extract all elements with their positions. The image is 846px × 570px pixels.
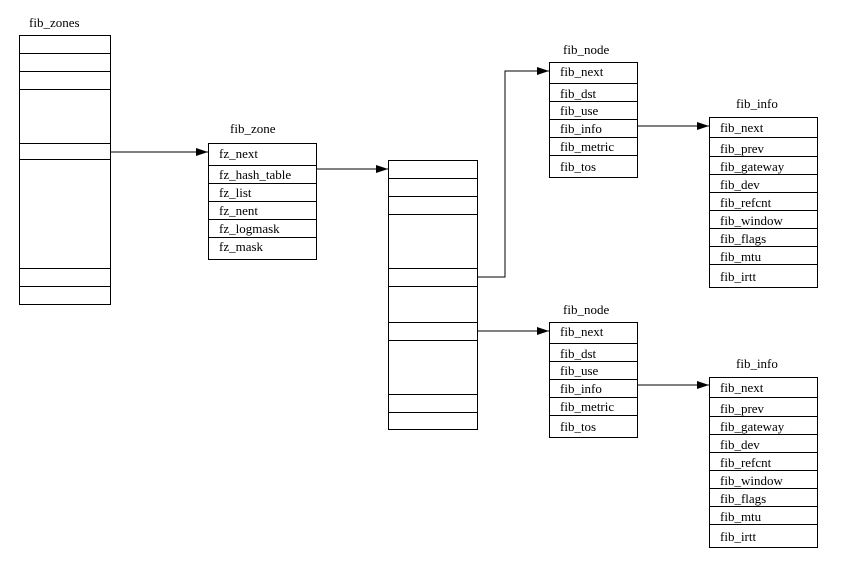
field-divider: [710, 174, 817, 175]
field-divider: [710, 264, 817, 265]
fib-node-bottom-struct: fib_next fib_dst fib_use fib_info fib_me…: [549, 322, 638, 438]
fib-info-bottom-struct: fib_next fib_prev fib_gateway fib_dev fi…: [709, 377, 818, 548]
fib-node-top-struct: fib_next fib_dst fib_use fib_info fib_me…: [549, 62, 638, 178]
fib-node-field: fib_dst: [560, 346, 597, 361]
fib-info-field: fib_dev: [720, 177, 760, 192]
array-divider: [20, 159, 110, 160]
fib-node-field: fib_use: [560, 103, 599, 118]
fib-info-field: fib_next: [720, 120, 764, 135]
fib-info-field: fib_window: [720, 473, 783, 488]
field-divider: [710, 470, 817, 471]
fib-node-field: fib_tos: [560, 419, 597, 434]
array-divider: [389, 322, 477, 323]
field-divider: [550, 379, 637, 380]
fib-zones-array: [19, 35, 111, 305]
fib-node-field: fib_next: [560, 324, 604, 339]
field-divider: [550, 415, 637, 416]
fib-node-top-title: fib_node: [563, 42, 610, 57]
array-divider: [20, 53, 110, 54]
field-divider: [550, 361, 637, 362]
fib-info-bottom-title: fib_info: [736, 356, 778, 371]
fib-zone-field: fz_mask: [219, 239, 264, 254]
array-divider: [20, 143, 110, 144]
fib-zone-field: fz_logmask: [219, 221, 280, 236]
array-divider: [20, 71, 110, 72]
array-divider: [389, 178, 477, 179]
fib-info-field: fib_dev: [720, 437, 760, 452]
array-divider: [389, 340, 477, 341]
arrow-hash-to-node-top: [478, 67, 549, 278]
array-divider: [389, 268, 477, 269]
field-divider: [209, 201, 316, 202]
fib-info-field: fib_flags: [720, 491, 767, 506]
fib-info-field: fib_irtt: [720, 529, 757, 544]
array-divider: [20, 286, 110, 287]
fib-info-field: fib_mtu: [720, 509, 762, 524]
field-divider: [550, 155, 637, 156]
field-divider: [209, 219, 316, 220]
fib-info-field: fib_gateway: [720, 159, 785, 174]
field-divider: [710, 397, 817, 398]
array-divider: [389, 412, 477, 413]
field-divider: [550, 101, 637, 102]
fib-node-field: fib_next: [560, 64, 604, 79]
fib-node-field: fib_metric: [560, 399, 615, 414]
array-divider: [20, 89, 110, 90]
hash-table-array: [388, 160, 478, 430]
fib-info-field: fib_prev: [720, 401, 765, 416]
field-divider: [710, 156, 817, 157]
field-divider: [550, 83, 637, 84]
fib-node-field: fib_info: [560, 381, 602, 396]
field-divider: [710, 434, 817, 435]
field-divider: [710, 228, 817, 229]
fib-info-field: fib_irtt: [720, 269, 757, 284]
fib-info-top-title: fib_info: [736, 96, 778, 111]
field-divider: [710, 137, 817, 138]
fib-node-field: fib_metric: [560, 139, 615, 154]
field-divider: [550, 343, 637, 344]
array-divider: [389, 196, 477, 197]
field-divider: [710, 506, 817, 507]
fib-info-field: fib_prev: [720, 141, 765, 156]
fib-info-field: fib_window: [720, 213, 783, 228]
array-divider: [389, 214, 477, 215]
field-divider: [710, 524, 817, 525]
fib-node-field: fib_use: [560, 363, 599, 378]
fib-zone-title: fib_zone: [230, 121, 276, 136]
fib-info-field: fib_mtu: [720, 249, 762, 264]
fib-zone-struct: fz_next fz_hash_table fz_list fz_nent fz…: [208, 143, 317, 260]
field-divider: [209, 237, 316, 238]
field-divider: [710, 246, 817, 247]
fib-zone-field: fz_nent: [219, 203, 258, 218]
fib-node-field: fib_info: [560, 121, 602, 136]
fib-node-field: fib_tos: [560, 159, 597, 174]
array-divider: [20, 268, 110, 269]
field-divider: [550, 397, 637, 398]
field-divider: [209, 165, 316, 166]
field-divider: [550, 137, 637, 138]
fib-info-field: fib_refcnt: [720, 455, 772, 470]
field-divider: [710, 416, 817, 417]
fib-info-field: fib_flags: [720, 231, 767, 246]
fib-zone-field: fz_next: [219, 146, 258, 161]
fib-info-top-struct: fib_next fib_prev fib_gateway fib_dev fi…: [709, 117, 818, 288]
fib-zone-field: fz_list: [219, 185, 252, 200]
fib-info-field: fib_next: [720, 380, 764, 395]
field-divider: [710, 210, 817, 211]
array-divider: [389, 394, 477, 395]
fib-info-field: fib_refcnt: [720, 195, 772, 210]
field-divider: [550, 119, 637, 120]
fib-info-field: fib_gateway: [720, 419, 785, 434]
field-divider: [209, 183, 316, 184]
field-divider: [710, 488, 817, 489]
fib-zone-field: fz_hash_table: [219, 167, 292, 182]
fib-node-bottom-title: fib_node: [563, 302, 610, 317]
field-divider: [710, 192, 817, 193]
array-divider: [389, 286, 477, 287]
fib-zones-title: fib_zones: [29, 15, 80, 30]
fib-node-field: fib_dst: [560, 86, 597, 101]
field-divider: [710, 452, 817, 453]
